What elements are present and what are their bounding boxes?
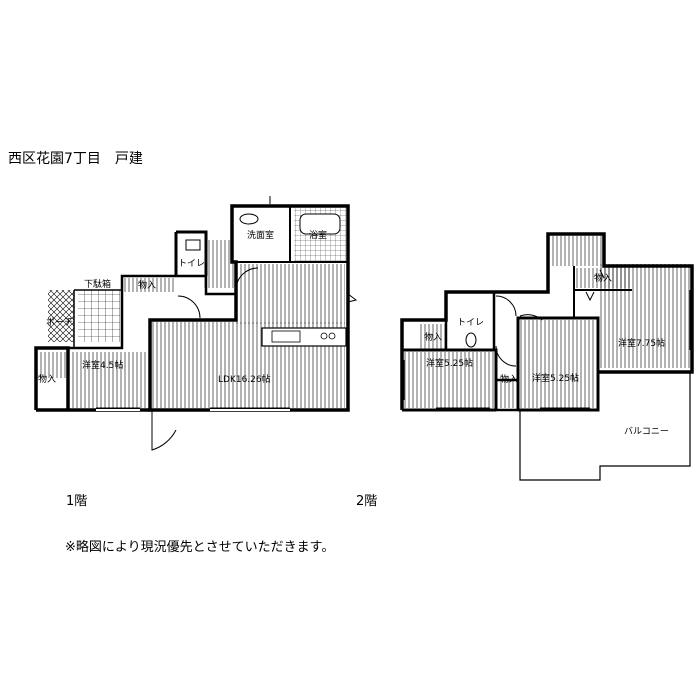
floor-1: 洗面室 浴室 トイレ 下駄箱 物入 ポーチ 物入 洋室4.5帖 LDK16.26… — [34, 196, 358, 451]
disclaimer-note: ※略図により現況優先とさせていただきます。 — [65, 540, 335, 555]
label-ldk: LDK16.26帖 — [218, 373, 271, 385]
stairs-1f — [204, 240, 234, 288]
room-left-floor — [404, 352, 494, 408]
room-mid-floor — [520, 320, 598, 408]
label-storage-left-2f: 物入 — [424, 331, 442, 343]
label-washroom: 洗面室 — [247, 229, 274, 241]
floor-2: 物入 物入 トイレ 洋室7.75帖 洋室5.25帖 洋室5.25帖 物入 バルコ… — [400, 232, 694, 481]
bathtub-1f — [299, 213, 341, 235]
kitchen-counter — [261, 327, 347, 347]
label-balcony: バルコニー — [624, 426, 669, 437]
label-room1: 洋室4.5帖 — [82, 359, 123, 371]
floor-2-label: 2階 — [356, 494, 378, 509]
label-shoebox: 下駄箱 — [84, 278, 111, 290]
entry-tiles — [78, 290, 120, 342]
storage-mid-floor — [498, 380, 518, 408]
label-room-left: 洋室5.25帖 — [426, 357, 473, 369]
room1-floor — [68, 352, 150, 408]
label-storage-mid: 物入 — [500, 373, 518, 385]
porch-pattern — [48, 290, 74, 342]
label-storage-hall: 物入 — [138, 279, 156, 291]
label-room-big: 洋室7.75帖 — [618, 337, 665, 349]
storage-hall-floor — [124, 278, 176, 292]
label-storage-top: 物入 — [594, 272, 612, 284]
floor-1-label: 1階 — [66, 494, 88, 509]
storage-left-floor — [38, 352, 66, 378]
page-title: 西区花園7丁目 戸建 — [8, 151, 143, 167]
stairs-2f — [550, 236, 602, 266]
storage-top-floor — [576, 268, 630, 288]
label-bath: 浴室 — [309, 229, 327, 241]
ldk-upper-floor — [236, 264, 345, 324]
storage-left2-floor — [420, 324, 446, 350]
label-room-mid: 洋室5.25帖 — [532, 372, 579, 384]
label-toilet-2f: トイレ — [457, 318, 484, 328]
label-toilet-1f: トイレ — [178, 259, 205, 269]
label-porch: ポーチ — [46, 317, 73, 328]
label-storage-left: 物入 — [38, 373, 56, 385]
